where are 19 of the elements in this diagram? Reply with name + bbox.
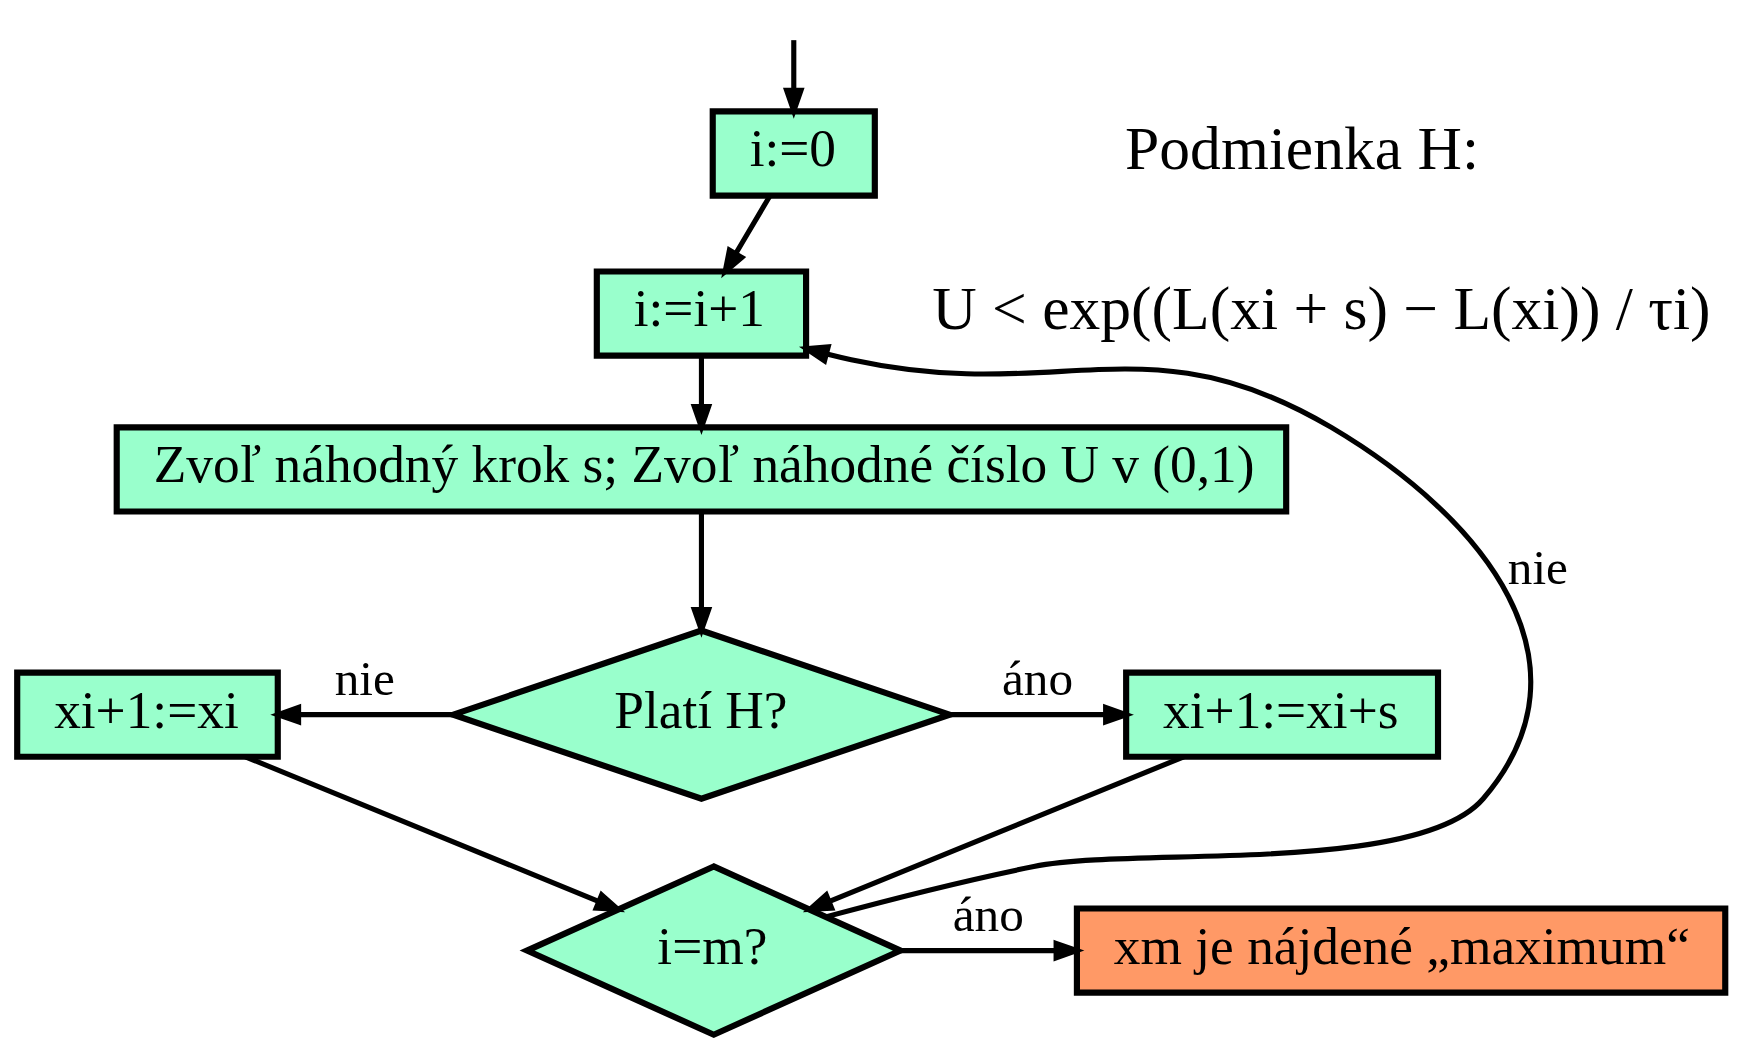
arrow xyxy=(269,703,453,725)
edge-label: nie xyxy=(334,650,395,706)
arrow xyxy=(782,39,805,119)
node-box: Zvoľ náhodný krok s; Zvoľ náhodné číslo U v (0,1) xyxy=(113,423,1289,515)
node-box: i:=0 xyxy=(709,107,878,199)
arrow xyxy=(949,703,1134,725)
node-box: xi+1:=xi xyxy=(13,669,281,760)
node-box: i:=i+1 xyxy=(593,267,809,359)
arrow xyxy=(798,343,1532,919)
node-box: xi+1:=xi+s xyxy=(1122,669,1441,760)
arrow xyxy=(690,355,712,435)
label: Podmienka H: xyxy=(1124,113,1479,182)
edge-label: áno xyxy=(952,885,1024,941)
edge-label: nie xyxy=(1507,539,1568,595)
node-box: xm je nájdené „maximum“ xyxy=(1073,904,1728,996)
label: U < exp((L(xi + s) − L(xi)) / τi) xyxy=(931,273,1711,342)
arrow xyxy=(900,939,1084,961)
arrow xyxy=(690,511,712,638)
edge-label: áno xyxy=(1001,650,1073,706)
